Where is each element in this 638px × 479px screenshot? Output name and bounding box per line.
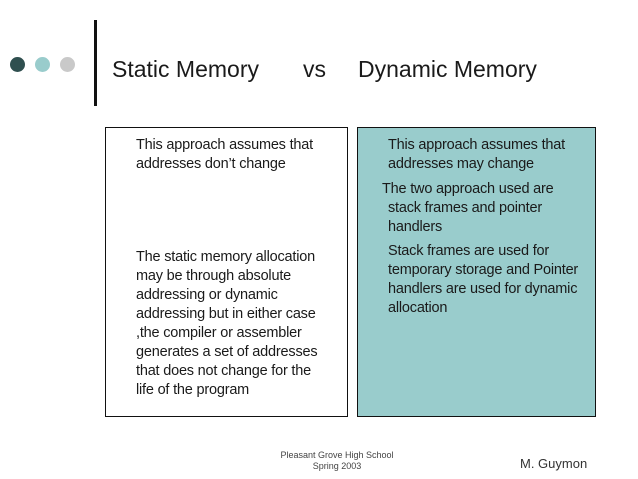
title-divider xyxy=(94,20,97,106)
static-point-2: The static memory allocation may be thro… xyxy=(136,249,318,398)
static-point-1: This approach assumes that addresses don… xyxy=(136,137,313,172)
footer-author: M. Guymon xyxy=(520,456,588,471)
dynamic-point-2: Stack frames are used for temporary stor… xyxy=(388,243,579,316)
title-vs: vs xyxy=(303,56,326,82)
dynamic-note: The two approach used are stack frames a… xyxy=(382,181,554,235)
dynamic-memory-box: This approach assumes that addresses may… xyxy=(357,127,596,417)
teal-dot xyxy=(35,57,50,72)
dynamic-point-1: This approach assumes that addresses may… xyxy=(388,137,565,172)
gray-dot xyxy=(60,57,75,72)
title-right: Dynamic Memory xyxy=(358,56,537,82)
footer-school: Pleasant Grove High School Spring 2003 xyxy=(280,450,394,471)
static-memory-box: This approach assumes that addresses don… xyxy=(105,127,348,417)
title-left: Static Memory xyxy=(112,56,259,82)
dark-dot xyxy=(10,57,25,72)
decorative-dots xyxy=(10,57,75,72)
